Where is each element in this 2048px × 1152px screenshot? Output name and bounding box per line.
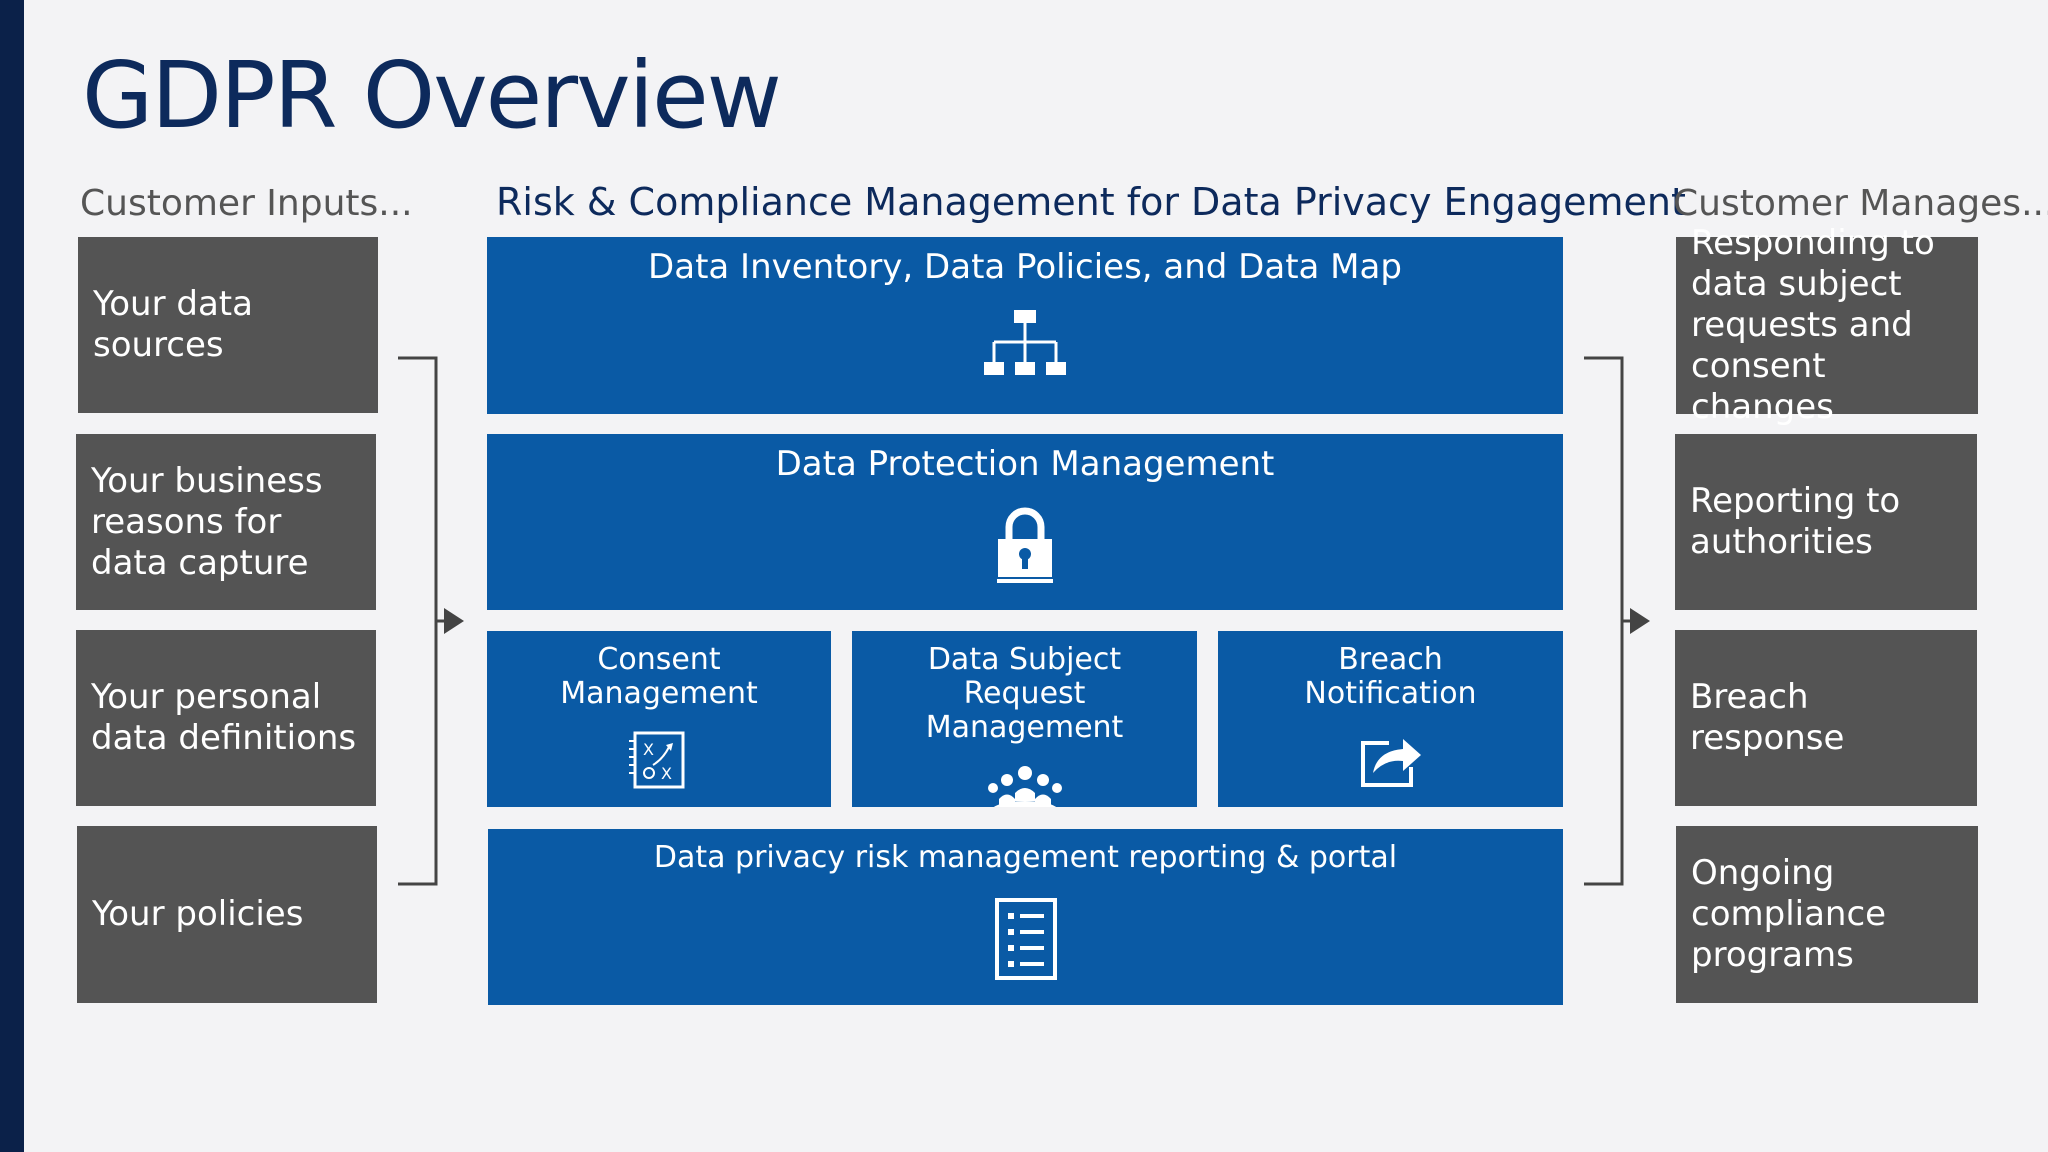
input-label: Your data sources — [93, 284, 253, 365]
breach-notification-label: Breach Notification — [1304, 642, 1477, 711]
data-protection-box: Data Protection Management — [487, 434, 1563, 610]
svg-text:X: X — [661, 764, 672, 783]
reporting-portal-label: Data privacy risk management reporting &… — [653, 840, 1398, 875]
right-bracket-arrow — [1584, 356, 1650, 886]
share-icon — [1360, 739, 1421, 787]
input-business-reasons: Your business reasons for data capture — [76, 434, 376, 610]
dsr-management-label: Data Subject Request Management — [925, 642, 1124, 745]
consent-management-label: Consent Management — [560, 642, 758, 711]
data-inventory-label: Data Inventory, Data Policies, and Data … — [648, 247, 1402, 287]
org-chart-icon — [984, 310, 1066, 375]
manages-label: Breach response — [1690, 677, 1845, 758]
manages-label: Ongoing compliance programs — [1691, 853, 1887, 975]
arrow-right-icon — [444, 608, 464, 634]
manages-label: Responding to data subject requests and … — [1691, 223, 1935, 427]
input-label: Your business reasons for data capture — [91, 460, 323, 583]
manages-label: Reporting to authorities — [1690, 481, 1901, 562]
customer-manages-heading: Customer Manages... — [1673, 183, 2048, 224]
strategy-icon: X X — [629, 731, 685, 789]
manages-reporting-authorities: Reporting to authorities — [1675, 434, 1977, 610]
input-personal-data-definitions: Your personal data definitions — [76, 630, 376, 806]
padlock-icon — [997, 507, 1053, 583]
input-data-sources: Your data sources — [78, 237, 378, 413]
arrow-right-icon — [1630, 608, 1650, 634]
accent-bar — [0, 0, 24, 1152]
page-title: GDPR Overview — [82, 42, 782, 149]
data-inventory-box: Data Inventory, Data Policies, and Data … — [487, 237, 1563, 414]
svg-text:X: X — [643, 740, 654, 759]
input-label: Your policies — [92, 894, 304, 934]
checklist-icon — [994, 898, 1057, 980]
people-icon — [987, 766, 1062, 807]
manages-ongoing-compliance: Ongoing compliance programs — [1676, 826, 1978, 1003]
input-policies: Your policies — [77, 826, 377, 1003]
input-label: Your personal data definitions — [91, 677, 357, 758]
manages-dsr-responses: Responding to data subject requests and … — [1676, 223, 1978, 427]
customer-inputs-heading: Customer Inputs... — [80, 183, 413, 224]
breach-notification-box: Breach Notification — [1218, 631, 1563, 807]
left-bracket-arrow — [398, 356, 464, 886]
reporting-portal-box: Data privacy risk management reporting &… — [488, 829, 1563, 1005]
consent-management-box: Consent Management X X — [487, 631, 831, 807]
data-protection-label: Data Protection Management — [775, 444, 1275, 484]
dsr-management-box: Data Subject Request Management — [852, 631, 1197, 807]
center-heading: Risk & Compliance Management for Data Pr… — [496, 180, 1686, 224]
manages-breach-response: Breach response — [1675, 630, 1977, 806]
